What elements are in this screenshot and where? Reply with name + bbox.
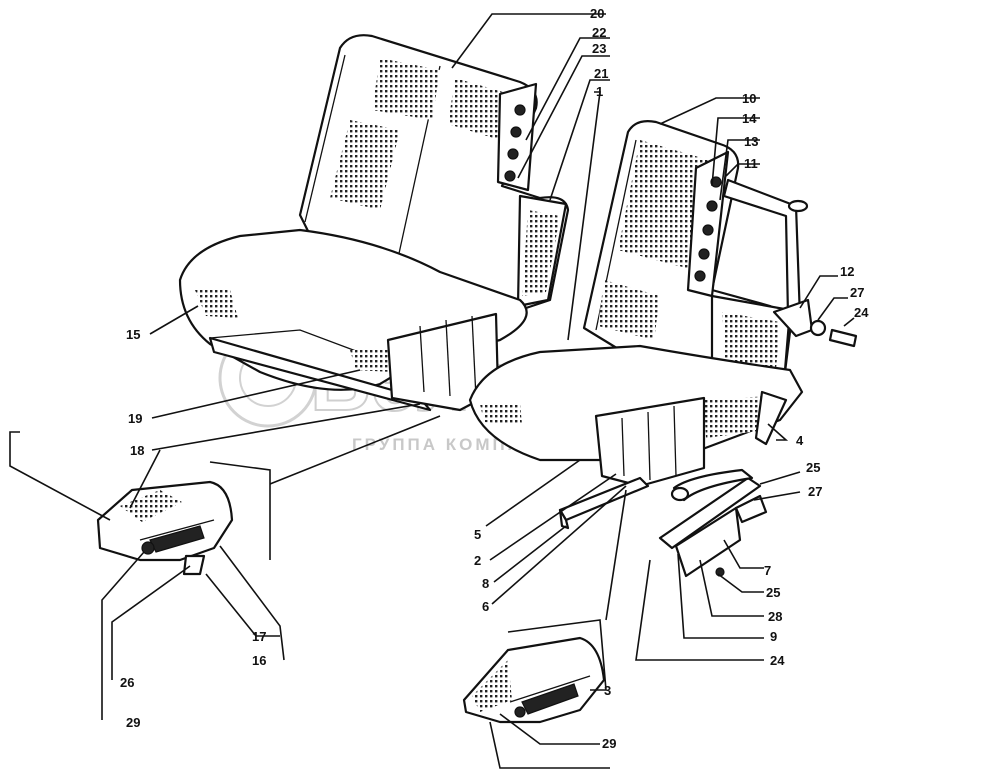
callout-19: 19: [128, 411, 142, 426]
callout-24a: 24: [854, 305, 869, 320]
callout-16: 16: [252, 653, 266, 668]
callout-14: 14: [742, 111, 757, 126]
callout-11: 11: [744, 156, 758, 171]
callout-21: 21: [594, 66, 608, 81]
callout-12: 12: [840, 264, 854, 279]
leader-lines: [9, 13, 855, 769]
detail-left: [96, 480, 234, 576]
callout-23: 23: [592, 41, 606, 56]
callout-28b: 28: [768, 609, 782, 624]
callout-7: 7: [764, 563, 771, 578]
callout-3: 3: [604, 683, 611, 698]
callout-1: 1: [596, 84, 603, 99]
callout-2: 2: [474, 553, 481, 568]
callout-17: 17: [252, 629, 266, 644]
callout-10: 10: [742, 91, 756, 106]
detail-bottom: [462, 636, 606, 724]
callout-26: 26: [120, 675, 134, 690]
double-seat: [178, 34, 570, 412]
callout-20: 20: [590, 6, 604, 21]
callout-25a: 25: [806, 460, 820, 475]
callout-8: 8: [482, 576, 489, 591]
callout-27: 27: [850, 285, 864, 300]
callout-5: 5: [474, 527, 481, 542]
callout-9: 9: [770, 629, 777, 644]
callout-29a: 29: [126, 715, 140, 730]
callout-25b: 25: [766, 585, 780, 600]
callout-labels: 20 22 23 21 1 10 14 13 11 12 27 24 15 19…: [120, 6, 869, 751]
callout-28a: 27: [808, 484, 822, 499]
callout-29b: 29: [602, 736, 616, 751]
single-seat: [468, 120, 858, 578]
callout-18: 18: [130, 443, 144, 458]
callout-6: 6: [482, 599, 489, 614]
callout-15: 15: [126, 327, 140, 342]
callout-24b: 24: [770, 653, 785, 668]
callout-4: 4: [796, 433, 804, 448]
callout-13: 13: [744, 134, 758, 149]
callout-22: 22: [592, 25, 606, 40]
